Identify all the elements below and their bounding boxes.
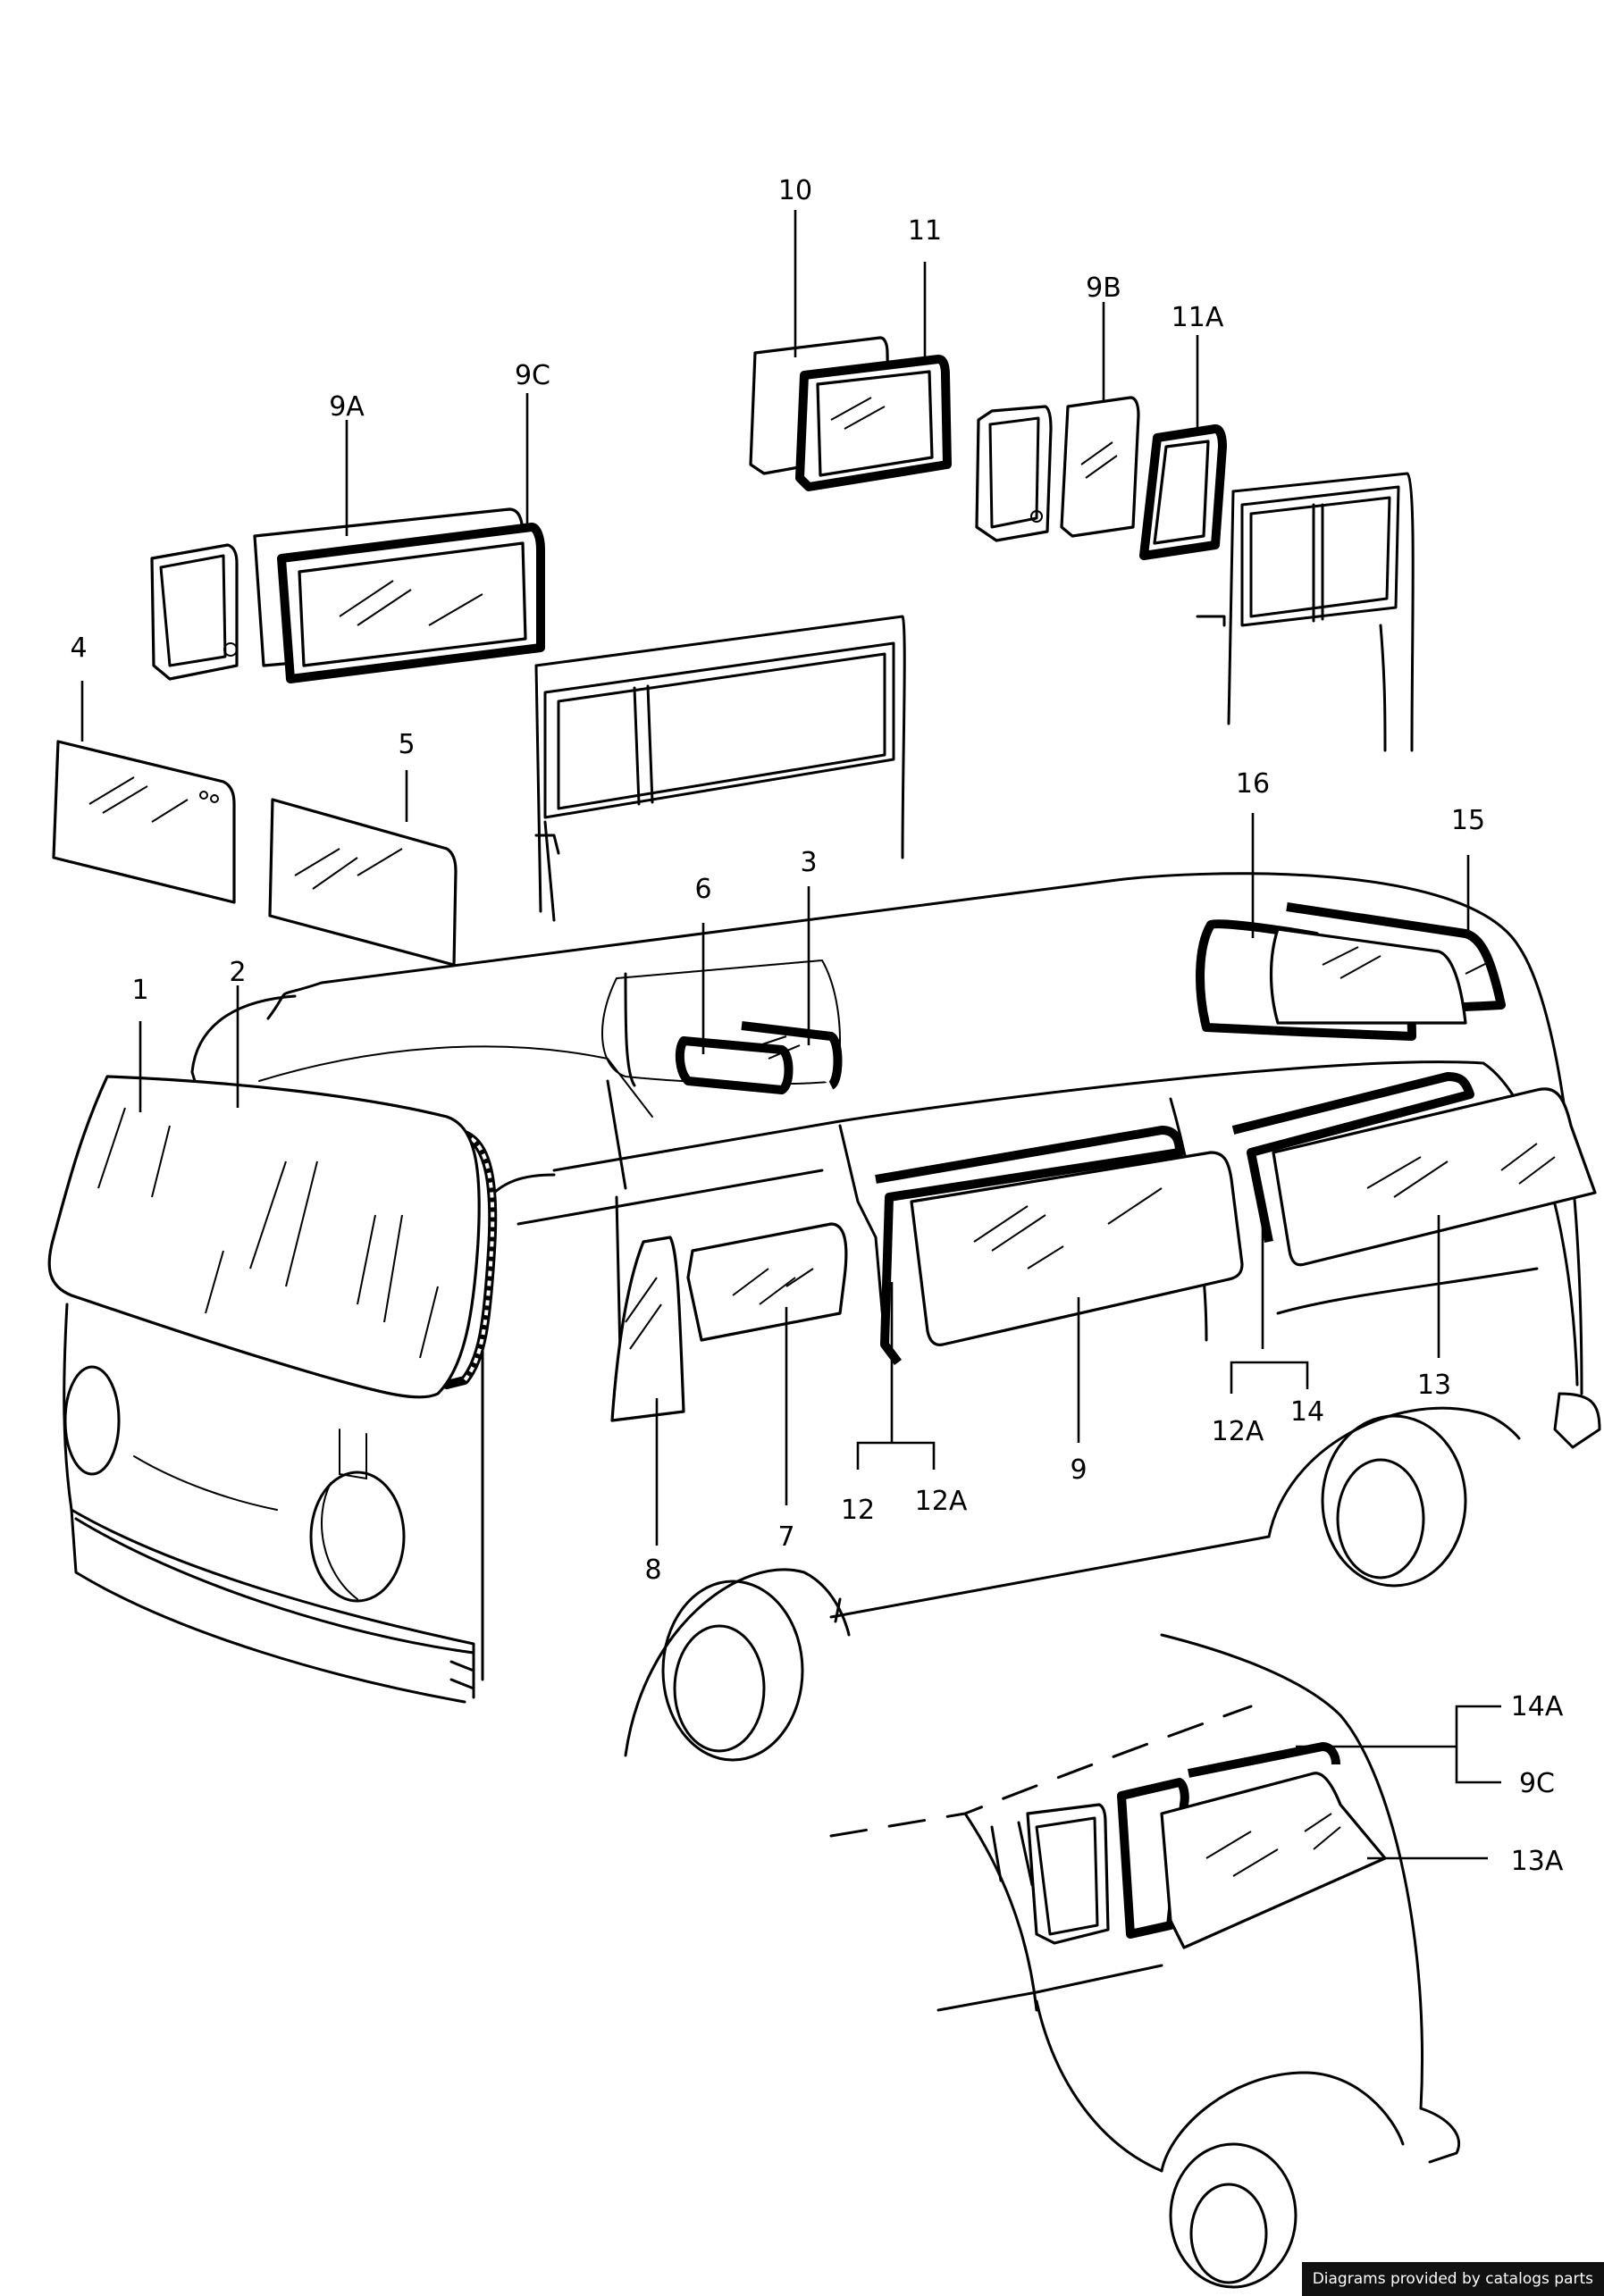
callout-5: 5 [398, 729, 415, 760]
roof-hatch-inset [601, 959, 843, 1094]
callout-1: 1 [131, 975, 148, 1006]
callout-11a: 11A [1172, 302, 1224, 333]
van-body-outline [52, 872, 1601, 1762]
part-5-glass-panel [268, 798, 458, 967]
part-13-rear-side-window [1272, 1087, 1597, 1267]
rear-quarter-inset [829, 1633, 1461, 2289]
part-8-vent-quarter-glass [610, 1236, 685, 1422]
callout-4: 4 [70, 633, 87, 664]
callout-12a-second: 12A [1212, 1416, 1264, 1447]
callout-12: 12 [841, 1495, 875, 1526]
callout-13: 13 [1417, 1370, 1451, 1401]
rear-window-frame-outline [1196, 472, 1415, 752]
part-7-door-glass [686, 1222, 848, 1342]
part-11-window-frame-seal [795, 355, 952, 491]
callout-12a: 12A [915, 1486, 968, 1517]
callout-7: 7 [777, 1521, 794, 1553]
callout-9b: 9B [1086, 272, 1121, 304]
diagram-credit-footer: Diagrams provided by catalogs parts [1301, 2262, 1604, 2296]
part-9-sliding-window-glass [910, 1151, 1244, 1346]
callout-9c-second: 9C [1519, 1768, 1555, 1799]
callout-labels: 1 2 3 4 5 6 7 8 9 9A 9B 9C 10 11 11A 12 … [70, 175, 1563, 1877]
part-4-glass-panel [52, 740, 236, 904]
callout-16: 16 [1236, 768, 1270, 800]
callout-14a: 14A [1511, 1691, 1564, 1722]
callout-11: 11 [908, 215, 942, 247]
callout-9a: 9A [329, 391, 365, 423]
callout-6: 6 [694, 874, 711, 905]
callout-14: 14 [1290, 1396, 1324, 1428]
callout-9c: 9C [515, 360, 550, 391]
part-14-rear-window-seal [1231, 1072, 1474, 1243]
part-11a-frame-seal [1139, 424, 1227, 560]
part-9b-window-assembly [975, 396, 1140, 542]
sliding-window-frame-outline [534, 615, 906, 922]
callout-10: 10 [778, 175, 812, 206]
callout-3: 3 [800, 847, 817, 878]
callout-8: 8 [644, 1554, 661, 1586]
callout-2: 2 [229, 957, 246, 988]
part-12-sliding-window-seal [875, 1126, 1184, 1365]
part-1-windshield [47, 1075, 481, 1399]
part-15-rear-window-glass [1269, 902, 1506, 1025]
callout-13a: 13A [1511, 1846, 1564, 1877]
callout-15: 15 [1451, 805, 1485, 836]
part-9c-window-frame-seal [277, 523, 545, 683]
leader-lines [80, 210, 1501, 1860]
callout-9: 9 [1070, 1454, 1087, 1486]
